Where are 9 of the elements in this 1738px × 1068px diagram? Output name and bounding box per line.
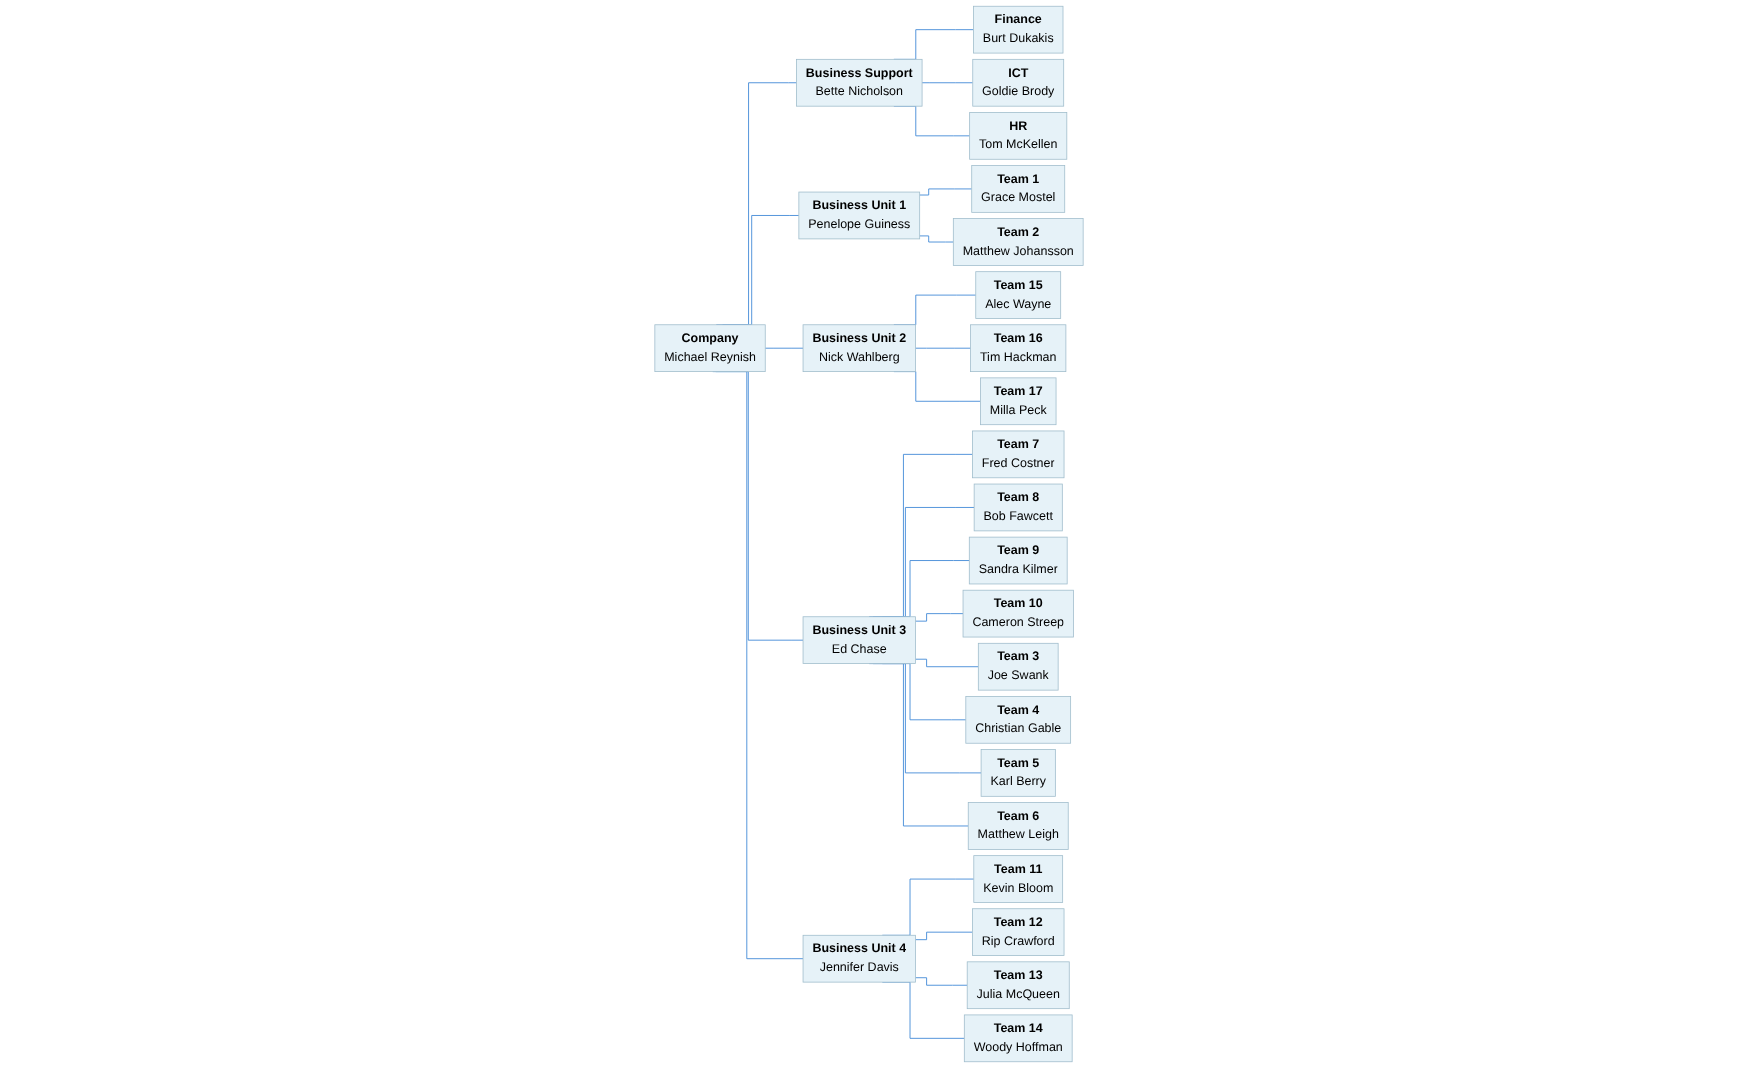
connector	[915, 347, 972, 349]
connector	[921, 82, 974, 84]
connector	[919, 188, 973, 196]
connector	[915, 931, 973, 941]
connector	[919, 235, 954, 243]
connector	[915, 658, 979, 668]
connector	[915, 613, 964, 622]
connector	[764, 347, 804, 349]
connector	[915, 977, 968, 986]
